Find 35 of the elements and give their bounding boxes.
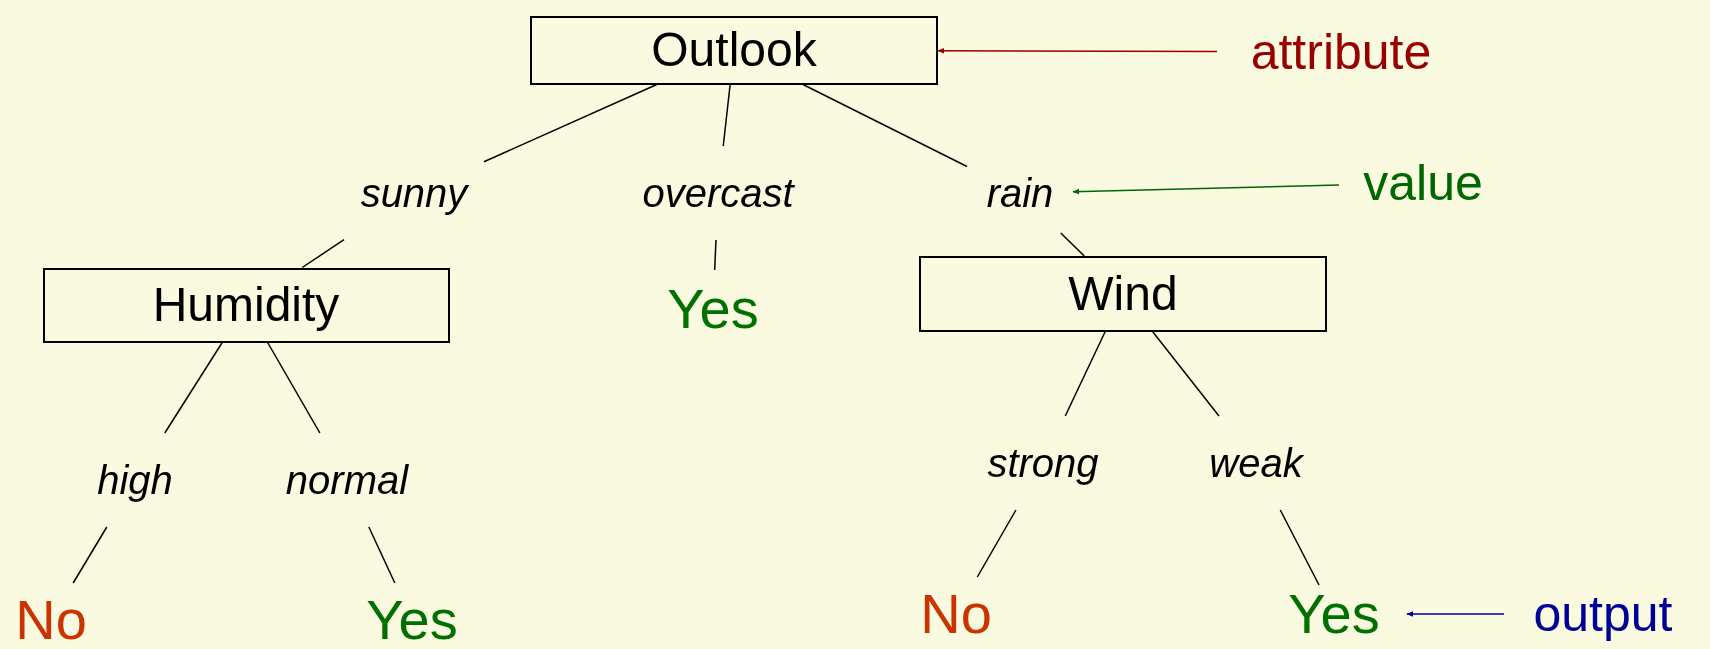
branch-label: strong: [968, 438, 1118, 488]
attribute-box: Wind: [919, 256, 1327, 332]
connector-line: [1279, 509, 1320, 586]
arrow: [937, 47, 1218, 54]
branch-label: overcast: [623, 168, 813, 218]
annotation-label: output: [1508, 585, 1698, 643]
branch-label: normal: [267, 455, 427, 505]
leaf-label: Yes: [658, 277, 768, 341]
leaf-label: Yes: [357, 591, 467, 649]
connector-line: [72, 526, 108, 584]
attribute-box: Humidity: [42, 267, 450, 343]
branch-label: sunny: [344, 168, 484, 218]
annotation-label: attribute: [1221, 22, 1461, 82]
annotation-label: value: [1343, 153, 1503, 213]
connector-line: [1060, 232, 1085, 257]
connector-line: [1152, 331, 1220, 417]
leaf-label: No: [911, 585, 1001, 643]
connector-line: [483, 83, 658, 163]
connector-line: [976, 509, 1017, 578]
leaf-label: No: [6, 591, 96, 649]
connector-line: [802, 83, 968, 168]
branch-label: weak: [1196, 438, 1316, 488]
connector-line: [722, 83, 731, 147]
attribute-box: Outlook: [530, 15, 938, 85]
arrow: [1406, 611, 1505, 617]
connector-line: [1064, 331, 1106, 417]
connector-line: [266, 341, 321, 434]
branch-label: rain: [975, 168, 1065, 218]
connector-line: [713, 239, 717, 271]
connector-line: [164, 341, 223, 434]
connector-line: [301, 238, 345, 269]
branch-label: high: [80, 455, 190, 505]
leaf-label: Yes: [1279, 585, 1389, 643]
arrow: [1072, 184, 1340, 195]
connector-line: [368, 526, 396, 584]
